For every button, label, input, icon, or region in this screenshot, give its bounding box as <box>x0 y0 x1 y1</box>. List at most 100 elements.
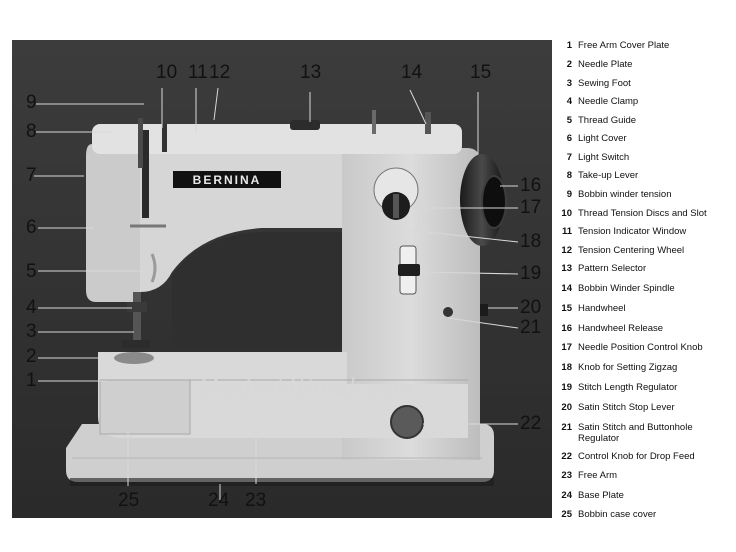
callout-12: 12 <box>209 62 231 83</box>
legend-text: Bobbin Winder Spindle <box>578 283 675 294</box>
satin-stitch-regulator <box>443 307 453 317</box>
callout-25: 25 <box>118 490 140 511</box>
legend-text: Handwheel <box>578 303 626 314</box>
legend-text: Control Knob for Drop Feed <box>578 451 695 462</box>
callout-20: 20 <box>520 297 542 318</box>
legend-number: 1 <box>566 40 572 51</box>
legend-text: Satin Stitch Stop Lever <box>578 402 675 413</box>
legend-text: Light Cover <box>578 133 627 144</box>
legend-number: 7 <box>566 152 572 163</box>
callout-5: 5 <box>26 261 37 282</box>
legend-text: Handwheel Release <box>578 323 664 334</box>
legend-text: Take-up Lever <box>578 170 639 181</box>
top-cover <box>92 124 462 154</box>
spool-pin <box>372 110 376 134</box>
sewing-machine-photo: BERNINA <box>12 40 552 518</box>
callout-11: 11 <box>188 62 208 83</box>
callout-14: 14 <box>401 62 423 83</box>
legend-number: 11 <box>561 226 572 237</box>
legend-text: Knob for Setting Zigzag <box>578 362 678 373</box>
needle-position-slot <box>393 194 399 218</box>
leader-lines <box>34 87 519 500</box>
callout-23: 23 <box>245 490 267 511</box>
legend-number: 13 <box>561 263 572 274</box>
satin-stitch-stop-lever <box>480 304 488 316</box>
legend-text: Stitch Length Regulator <box>578 382 678 393</box>
legend-number: 8 <box>566 170 572 181</box>
callout-13: 13 <box>300 62 322 83</box>
callout-3: 3 <box>26 321 37 342</box>
callout-1: 1 <box>26 370 37 391</box>
machine-pillar <box>342 148 480 460</box>
legend-number: 22 <box>561 451 572 462</box>
needle-plate <box>114 352 154 364</box>
arm-opening <box>172 232 342 348</box>
callout-8: 8 <box>26 121 37 142</box>
take-up-lever <box>138 118 143 168</box>
legend-text: Needle Position Control Knob <box>578 342 703 353</box>
callout-15: 15 <box>470 62 492 83</box>
brand-plate-text: BERNINA <box>193 173 262 187</box>
callout-18: 18 <box>520 231 542 252</box>
callout-19: 19 <box>520 263 542 284</box>
bobbin-case-cover <box>99 379 191 435</box>
brand-plate <box>173 171 281 188</box>
callout-9: 9 <box>26 92 37 113</box>
callout-4: 4 <box>26 297 37 318</box>
legend-number: 21 <box>561 422 572 433</box>
legend-text: Sewing Foot <box>578 78 631 89</box>
legend-text: Light Switch <box>578 152 630 163</box>
legend-number: 23 <box>561 470 572 481</box>
tension-discs <box>162 124 167 152</box>
legend-number: 4 <box>566 96 572 107</box>
legend-number: 14 <box>561 283 572 294</box>
legend-number: 2 <box>566 59 572 70</box>
legend-number: 15 <box>561 303 572 314</box>
legend-text: Thread Tension Discs and Slot <box>578 208 707 219</box>
handwheel-release <box>481 175 507 229</box>
legend-text: Base Plate <box>578 490 624 501</box>
head-end <box>86 144 140 302</box>
legend-number: 16 <box>561 323 572 334</box>
take-up-slot <box>142 130 149 218</box>
callout-7: 7 <box>26 165 37 186</box>
legend-text: Tension Indicator Window <box>578 226 687 237</box>
legend-number: 24 <box>561 490 572 501</box>
legend-text: Satin Stitch and Buttonhole Regulator <box>578 422 693 444</box>
watermark: MasinskiKutak.com <box>198 374 413 401</box>
legend-number: 18 <box>561 362 572 373</box>
sewing-foot <box>122 340 150 348</box>
callout-10: 10 <box>156 62 178 83</box>
thread-guide-hook <box>150 253 157 283</box>
legend-text: Bobbin winder tension <box>578 189 672 200</box>
pattern-selector <box>290 120 320 130</box>
legend-number: 6 <box>566 133 572 144</box>
legend-text: Bobbin case cover <box>578 509 657 520</box>
legend-text: Thread Guide <box>578 115 637 126</box>
callout-16: 16 <box>520 175 542 196</box>
stitch-length-lever <box>398 264 420 276</box>
legend-number: 19 <box>561 382 572 393</box>
callout-24: 24 <box>208 490 230 511</box>
needle-clamp <box>127 302 147 312</box>
callout-21: 21 <box>520 317 542 338</box>
legend-text: Free Arm <box>578 470 618 481</box>
legend-text: Free Arm Cover Plate <box>578 40 670 51</box>
legend-number: 10 <box>561 208 572 219</box>
legend-number: 20 <box>561 402 572 413</box>
legend-text: Needle Clamp <box>578 96 639 107</box>
callout-2: 2 <box>26 346 37 367</box>
legend-text: Pattern Selector <box>578 263 647 274</box>
legend-number: 5 <box>566 115 572 126</box>
legend-number: 25 <box>561 509 572 520</box>
legend-number: 17 <box>561 342 572 353</box>
legend-number: 3 <box>566 78 572 89</box>
bobbin-winder-spindle <box>425 112 431 134</box>
legend-number: 12 <box>561 245 572 256</box>
legend-text: Needle Plate <box>578 59 633 70</box>
legend-number: 9 <box>566 189 572 200</box>
drop-feed-knob <box>390 405 424 439</box>
base-plate-shadow <box>70 478 494 486</box>
callout-22: 22 <box>520 413 542 434</box>
